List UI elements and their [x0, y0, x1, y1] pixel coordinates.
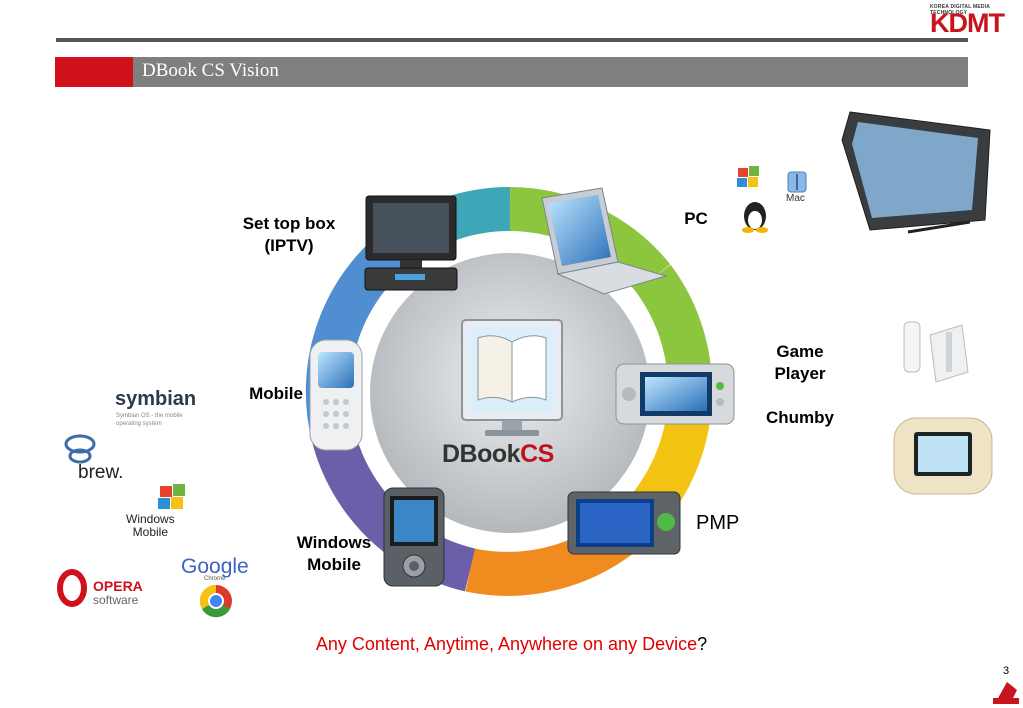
label-pc: PC	[684, 209, 708, 228]
mac-finder-icon	[787, 171, 807, 193]
kdmt-logo: KDMT	[930, 8, 1005, 38]
windows-mobile-flag-icon	[158, 484, 185, 509]
label-windows-mobile: Windows Mobile	[296, 533, 372, 574]
laptop-icon	[541, 187, 668, 295]
label-mobile: Mobile	[249, 384, 303, 403]
mobile-phone-icon	[309, 339, 363, 451]
opera-logo: OPERA	[93, 578, 143, 594]
footer-logo-icon	[993, 682, 1019, 704]
tagline-main: Any Content, Anytime, Anywhere on any De…	[315, 634, 698, 654]
slide-title: DBook CS Vision	[142, 60, 279, 81]
windows-flag-icon	[737, 166, 759, 187]
pmp-icon	[567, 491, 681, 555]
brand-main: DBook	[442, 440, 521, 468]
game-player-icon	[615, 363, 735, 425]
set-top-box-icon	[364, 195, 458, 291]
header-divider	[56, 38, 968, 42]
brand-accent: CS	[520, 440, 554, 468]
tablet-pc-icon	[841, 111, 991, 234]
page-number: 3	[1003, 665, 1010, 677]
dbook-monitor-icon	[461, 319, 563, 436]
opera-logo-icon	[57, 569, 87, 607]
mac-label: Mac	[786, 193, 805, 204]
wii-console-icon	[903, 321, 969, 383]
chrome-label: Chrome	[204, 576, 226, 582]
symbian-logo: symbian	[115, 388, 197, 410]
chumby-device-icon	[893, 417, 993, 495]
brew-logo-icon	[64, 434, 96, 464]
windows-mobile-logo: Windows Mobile	[126, 512, 175, 539]
windows-mobile-phone-icon	[383, 487, 445, 587]
label-set-top-box: Set top box (IPTV)	[242, 214, 336, 255]
title-accent	[55, 57, 133, 87]
symbian-tagline: Symbian OS - the mobile operating system	[116, 413, 183, 427]
opera-software-label: software	[93, 593, 139, 607]
tagline-question-mark: ?	[697, 634, 708, 654]
title-bar	[55, 57, 968, 87]
label-game-player: Game Player	[774, 342, 826, 383]
dbookcs-brand: DBookCS	[442, 440, 554, 469]
label-chumby: Chumby	[766, 408, 834, 427]
brew-logo: brew.	[78, 462, 124, 483]
logo-subtitle: KOREA DIGITAL MEDIA TECHNOLOGY	[930, 4, 990, 16]
chrome-logo-icon	[199, 584, 232, 618]
google-logo: Google	[181, 555, 249, 578]
tagline: Any Content, Anytime, Anywhere on any De…	[0, 634, 1023, 655]
label-pmp: PMP	[696, 512, 740, 534]
linux-tux-icon	[742, 202, 768, 233]
